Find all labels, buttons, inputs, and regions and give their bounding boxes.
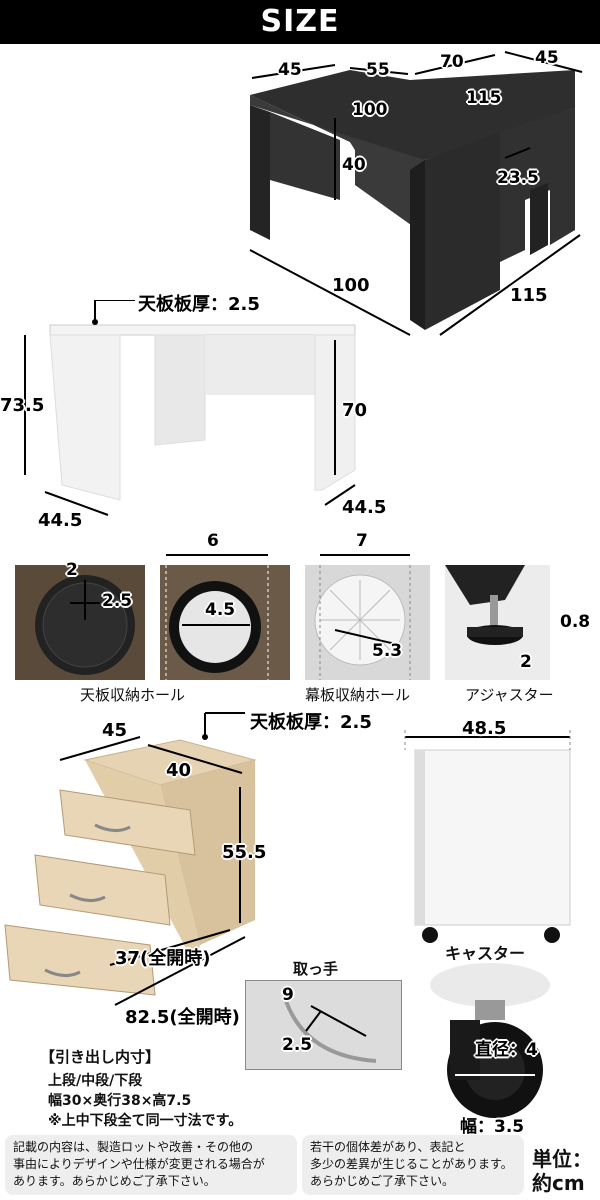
panel-hole-caption: 幕板収納ホール: [305, 686, 411, 704]
wagon-open-total: 82.5(全開時): [125, 1007, 240, 1028]
hole-inner-dim: 4.5: [205, 600, 236, 620]
adjuster-width: 2: [520, 652, 532, 672]
page-title: SIZE: [260, 4, 340, 39]
top-hole-caption: 天板収納ホール: [80, 686, 186, 704]
panel-hole-dim: 5.3: [372, 641, 403, 661]
top-hole-dim-a: 2: [66, 560, 78, 580]
handle-photo: [245, 980, 402, 1070]
top-hole-photo: [15, 565, 145, 680]
note-left-line: 事由によりデザインや仕様が変更される場合が: [13, 1157, 265, 1171]
unit-label: 単位：: [532, 1147, 592, 1171]
note-right-line: 若干の個体差があり、表記と: [310, 1140, 466, 1154]
caster-title: キャスター: [445, 944, 526, 963]
adjuster-photo: [445, 565, 550, 680]
dim-top-right-b: 45: [535, 48, 559, 68]
wagon-open-depth: 37(全開時): [115, 948, 211, 969]
handle-dim-b: 2.5: [282, 1035, 313, 1055]
panel-hole-top-dim-line: [320, 554, 410, 556]
dim-top-right-a: 70: [440, 52, 464, 72]
desk-depth-left: 44.5: [38, 510, 83, 531]
note-right-line: あらかじめご了承下さい。: [310, 1174, 455, 1188]
dim-inner-right: 115: [466, 88, 502, 108]
dim-inner-left: 100: [352, 100, 388, 120]
top-hole-open-photo: [160, 565, 290, 680]
drawer-spec-line2: 幅30×奥行38×高7.5: [48, 1093, 192, 1109]
panel-hole-photo: [305, 565, 430, 680]
note-right-line: 多少の差異が生じることがあります。: [310, 1157, 513, 1171]
adjuster-caption: アジャスター: [465, 686, 554, 704]
drawer-spec-line3: ※上中下段全て同一寸法です。: [48, 1113, 243, 1129]
dim-top-mid: 55: [366, 60, 390, 80]
wagon-side-width: 48.5: [462, 718, 507, 739]
caster-photo: [420, 960, 560, 1130]
desk-height: 73.5: [0, 395, 45, 416]
handle-title: 取っ手: [293, 960, 339, 978]
dim-height: 40: [342, 155, 366, 175]
top-hole-dim-b: 2.5: [102, 591, 133, 611]
title-banner: [0, 0, 600, 44]
desk-front-illustration: [24, 300, 356, 516]
handle-dim-a: 9: [282, 985, 294, 1005]
dim-leg-gap: 23.5: [497, 168, 539, 188]
dim-bottom-right: 115: [510, 285, 548, 306]
dim-bottom-left: 100: [332, 275, 370, 296]
caster-width: 幅：3.5: [460, 1117, 525, 1137]
dim-top-left: 45: [278, 60, 302, 80]
note-left: 記載の内容は、製造ロットや改善・その他の 事由によりデザインや仕様が変更される場…: [5, 1135, 297, 1195]
desk-top-thickness: 天板板厚：2.5: [138, 294, 260, 315]
note-right: 若干の個体差があり、表記と 多少の差異が生じることがあります。 あらかじめご了承…: [302, 1135, 524, 1195]
wagon-illustration: [4, 712, 257, 1006]
l-desk-illustration: [250, 70, 575, 330]
panel-hole-top-dim: 7: [356, 531, 368, 551]
hole-top-dim: 6: [207, 531, 219, 551]
drawer-spec-line1: 上段/中段/下段: [48, 1073, 143, 1089]
note-left-line: 記載の内容は、製造ロットや改善・その他の: [13, 1140, 254, 1154]
wagon-side-illustration: [404, 730, 571, 943]
l-desk-dimension-lines: [249, 51, 583, 336]
wagon-width: 45: [102, 720, 128, 741]
wagon-height: 55.5: [222, 842, 267, 863]
adjuster-height: 0.8: [560, 612, 591, 632]
drawer-spec-heading: 【引き出し内寸】: [40, 1048, 161, 1066]
caster-diameter: 直径：4: [475, 1040, 538, 1060]
wagon-top-thickness: 天板板厚：2.5: [250, 712, 372, 733]
note-left-line: あります。あらかじめご了承下さい。: [13, 1174, 216, 1188]
wagon-depth: 40: [166, 760, 192, 781]
desk-inner-height: 70: [342, 400, 368, 421]
desk-depth-right: 44.5: [342, 497, 387, 518]
unit-value: 約cm: [532, 1171, 585, 1195]
hole-top-dim-line: [166, 554, 268, 556]
